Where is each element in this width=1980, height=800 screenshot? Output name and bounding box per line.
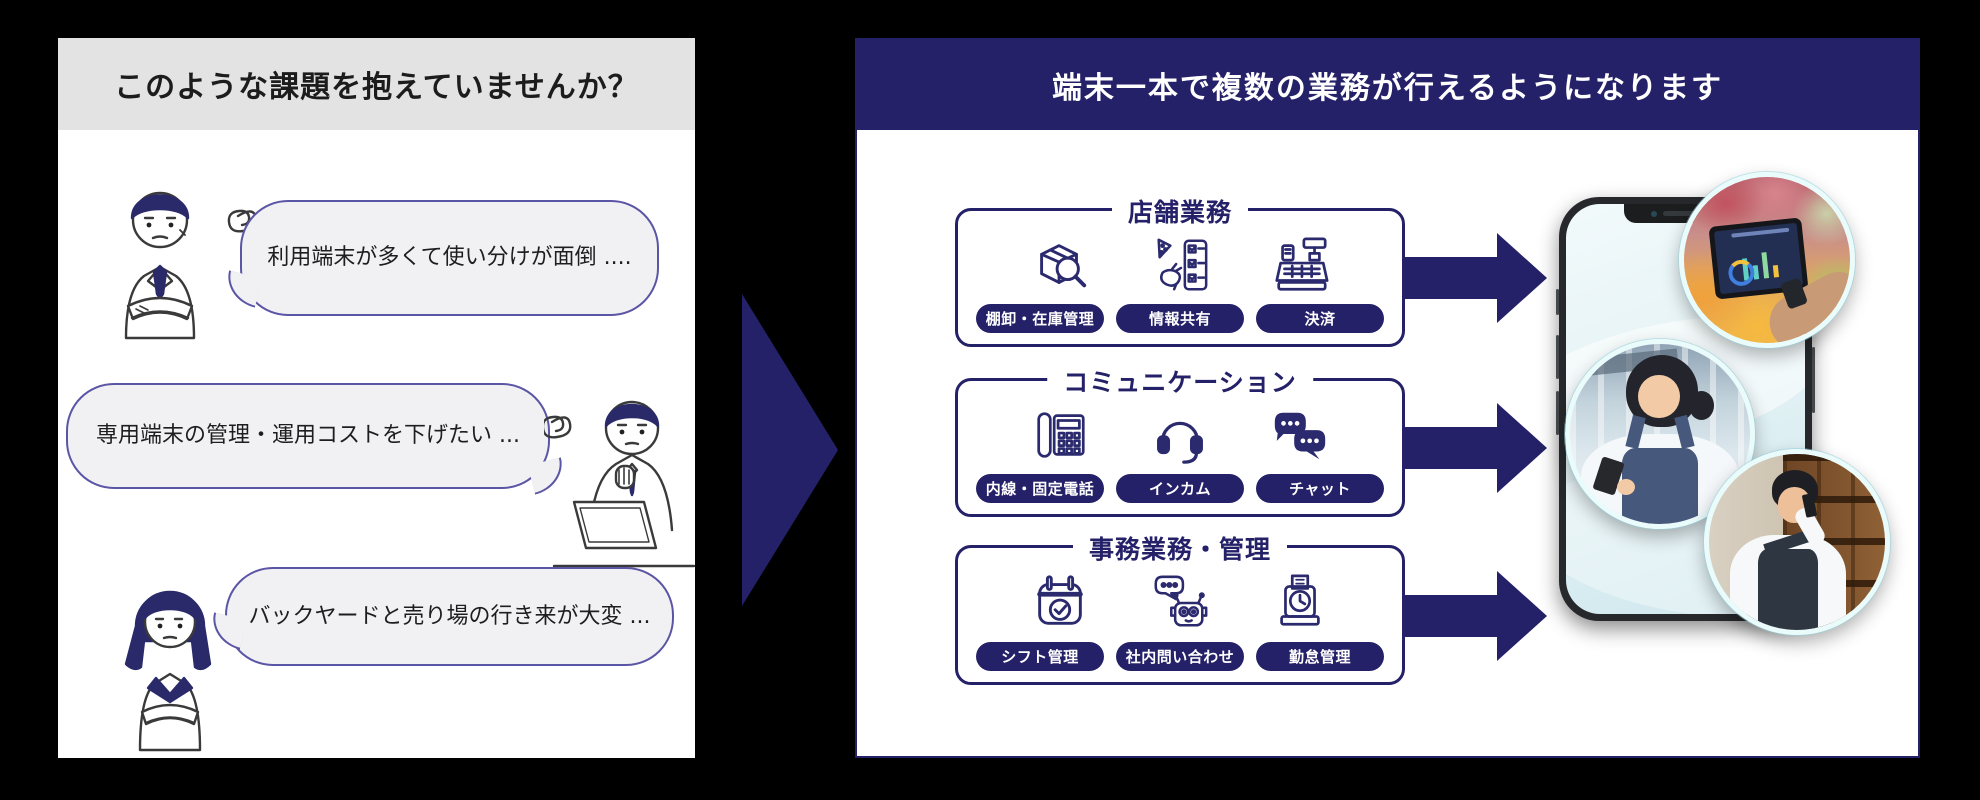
pill-info-sharing: 情報共有: [1116, 304, 1244, 333]
problems-panel: このような課題を抱えていませんか？: [58, 38, 696, 758]
solution-panel: 端末一本で複数の業務が行えるようになります 店舗業務: [855, 38, 1920, 758]
problem-bubble-3-text: バックヤードと売り場の行き来が大変 ...: [248, 603, 651, 629]
cash-register-icon: [1275, 237, 1329, 291]
pill-shift: シフト管理: [976, 642, 1104, 671]
transition-arrow-icon: [742, 294, 838, 606]
problem-bubble-2: 専用端末の管理・運用コストを下げたい ...: [66, 383, 569, 495]
group-store-operations: 店舗業務: [955, 193, 1405, 347]
businessman-arms-crossed-illustration: [124, 191, 258, 340]
flow-arrow-office-icon: [1405, 571, 1547, 661]
problem-bubble-1-text: 利用端末が多くて使い分けが面倒 ....: [267, 245, 632, 271]
robot-chat-icon: [1154, 575, 1208, 627]
flow-arrow-communication-icon: [1405, 403, 1547, 493]
man-thinking-at-laptop-illustration: [544, 400, 696, 568]
problem-bubble-1: 利用端末が多くて使い分けが面倒 ....: [221, 200, 659, 316]
solution-header: 端末一本で複数の業務が行えるようになります: [857, 40, 1918, 130]
solution-title: 端末一本で複数の業務が行えるようになります: [1051, 71, 1724, 106]
pill-landline: 内線・固定電話: [976, 474, 1104, 503]
time-clock-icon: [1280, 574, 1320, 626]
apron-staff-smartphone-photo: [1565, 339, 1755, 529]
pill-payment: 決済: [1256, 304, 1384, 333]
frustration-swirl-icon: [544, 415, 572, 439]
group-communication-title: コミュニケーション: [1047, 363, 1313, 399]
food-checklist-icon: [1157, 238, 1208, 291]
phone-button: [1812, 347, 1815, 413]
problem-bubble-2-text: 専用端末の管理・運用コストを下げたい ...: [96, 423, 520, 449]
problem-bubble-3: バックヤードと売り場の行き来が大変 ...: [206, 567, 674, 666]
woman-arms-crossed-illustration: [124, 590, 212, 752]
pill-internal-inquiry: 社内問い合わせ: [1116, 642, 1244, 671]
pill-chat: チャット: [1256, 474, 1384, 503]
group-communication: コミュニケーション: [955, 363, 1405, 517]
phone-button: [1556, 335, 1559, 379]
chat-bubbles-icon: [1274, 412, 1326, 460]
problems-title: このような課題を抱えていませんか？: [114, 70, 639, 105]
pill-intercom: インカム: [1116, 474, 1244, 503]
headset-icon: [1157, 421, 1203, 464]
phone-button: [1556, 391, 1559, 435]
group-store-operations-title: 店舗業務: [1111, 193, 1249, 229]
tablet-over-fruit-photo: [1679, 172, 1855, 348]
phone-button: [1556, 289, 1559, 315]
staff-phone-call-shelves-photo: [1704, 449, 1890, 635]
inventory-box-magnifier-icon: [1040, 244, 1087, 288]
flow-arrow-store-icon: [1405, 233, 1547, 323]
calendar-check-icon: [1037, 575, 1083, 625]
group-office-management: 事務業務・管理: [955, 530, 1405, 685]
desk-phone-icon: [1037, 412, 1085, 458]
group-office-management-title: 事務業務・管理: [1072, 530, 1288, 566]
pill-attendance: 勤怠管理: [1256, 642, 1384, 671]
problems-header: このような課題を抱えていませんか？: [58, 38, 695, 130]
pill-inventory: 棚卸・在庫管理: [976, 304, 1104, 333]
